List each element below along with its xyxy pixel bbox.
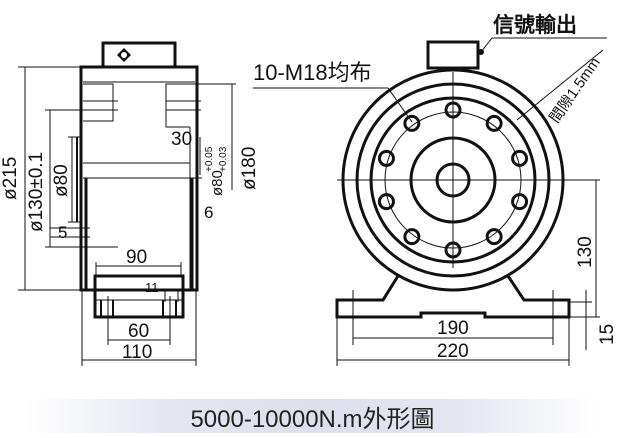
- dim-30: 30: [171, 129, 192, 150]
- bolt-hole: [403, 114, 421, 132]
- dim-5: 5: [58, 223, 67, 242]
- dim-15: 15: [597, 324, 618, 345]
- tol-upper: +0.05: [204, 146, 215, 172]
- caption-bar: 5000-10000N.m外形圖: [25, 399, 600, 433]
- base-block: [93, 274, 185, 319]
- connector-box: [101, 41, 177, 69]
- dim-90: 90: [126, 247, 147, 268]
- side-view: ø215 ø130±0.1 ø80 5 30 6 ø80 +0.05 +0.03…: [0, 41, 260, 366]
- connector-symbol-icon: [117, 48, 131, 62]
- bolt-spec-label: 10-M18均布: [253, 60, 372, 85]
- signal-output-label: 信號輸出: [493, 13, 577, 37]
- dim-130: 130: [575, 236, 596, 268]
- dim-220: 220: [437, 341, 469, 362]
- dim-11: 11: [145, 280, 159, 295]
- dim-110: 110: [122, 342, 152, 363]
- dim-d80-right: ø80: [209, 170, 226, 196]
- front-view: 190 220 130 15 信號輸出 10-M18均布 間隙1.5mm: [253, 13, 618, 366]
- gap-label: 間隙1.5mm: [546, 54, 603, 126]
- bolt-hole: [377, 193, 395, 211]
- front-connector-box: [426, 40, 480, 70]
- dim-60: 60: [128, 321, 149, 342]
- dim-d180: ø180: [239, 147, 260, 190]
- bolt-hole: [377, 149, 395, 167]
- dim-190: 190: [437, 318, 469, 339]
- bolt-hole: [485, 228, 503, 246]
- outline-drawing: ø215 ø130±0.1 ø80 5 30 6 ø80 +0.05 +0.03…: [0, 13, 618, 366]
- bolt-hole: [403, 228, 421, 246]
- dim-d130: ø130±0.1: [26, 152, 47, 232]
- dim-6: 6: [204, 203, 213, 222]
- bolt-hole: [511, 193, 529, 211]
- dim-d80-left: ø80: [51, 164, 72, 197]
- bolt-hole: [511, 149, 529, 167]
- dim-d215: ø215: [0, 157, 21, 200]
- tol-lower: +0.03: [218, 146, 229, 172]
- base-foot: [335, 275, 571, 319]
- bolt-hole: [485, 114, 503, 132]
- caption-text: 5000-10000N.m外形圖: [190, 405, 435, 433]
